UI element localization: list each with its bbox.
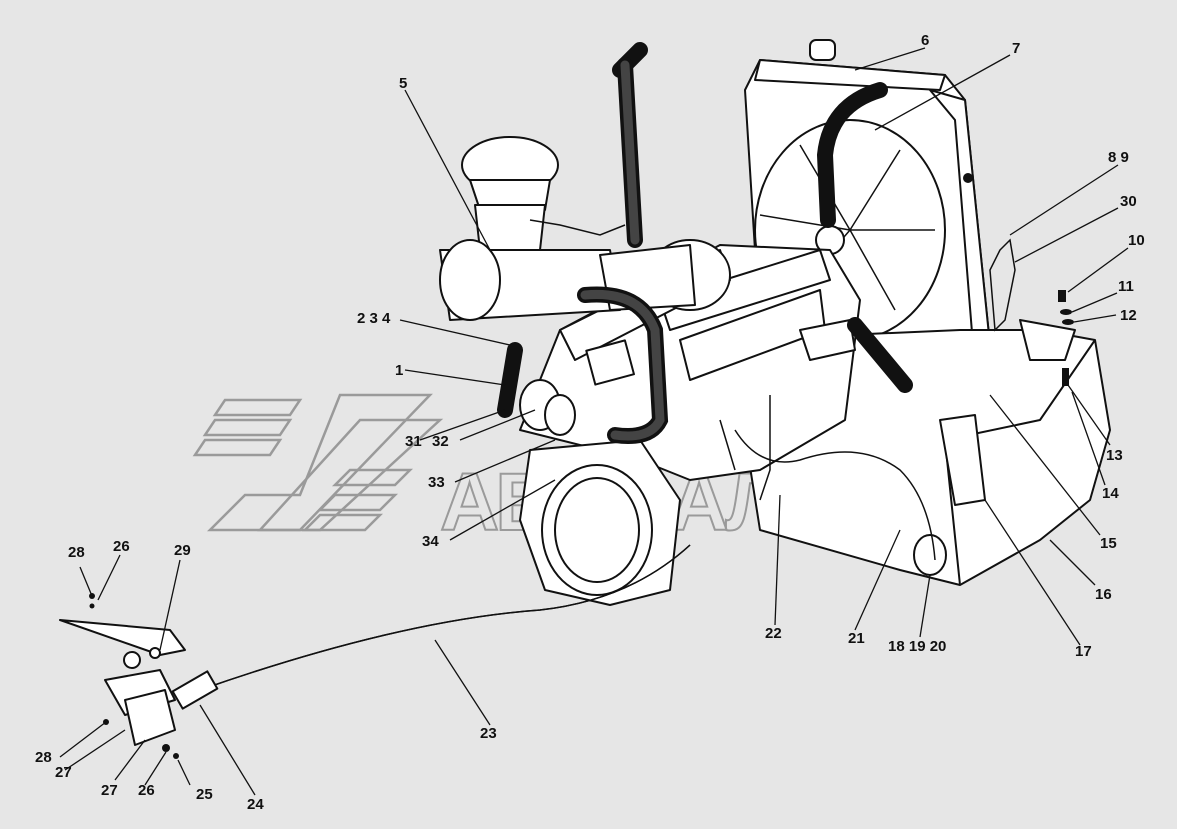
label-10: 10 — [1128, 232, 1145, 249]
accelerator-pedal — [59, 593, 219, 759]
label-5: 5 — [399, 75, 407, 92]
label-18-19-20: 18 19 20 — [888, 638, 946, 655]
leader-lines — [59, 47, 1129, 796]
label-31: 31 — [405, 433, 422, 450]
flywheel-housing — [519, 439, 681, 606]
label-12: 12 — [1120, 307, 1137, 324]
label-25: 25 — [196, 786, 213, 803]
label-15: 15 — [1100, 535, 1117, 552]
fastener-stack — [1058, 290, 1074, 386]
label-8-9: 8 9 — [1108, 149, 1129, 166]
label-23: 23 — [480, 725, 497, 742]
label-14: 14 — [1102, 485, 1119, 502]
label-27-lower: 27 — [101, 782, 118, 799]
label-6: 6 — [921, 32, 929, 49]
part-labels: 1 2 3 4 5 6 7 8 9 30 10 11 12 13 14 15 1… — [35, 32, 1145, 813]
label-17: 17 — [1075, 643, 1092, 660]
label-13: 13 — [1106, 447, 1123, 464]
turbocharger — [519, 379, 576, 436]
radiator-cap — [809, 39, 836, 61]
radiator-hose — [816, 82, 913, 393]
label-28-upper: 28 — [68, 544, 85, 561]
watermark-logo — [192, 393, 444, 532]
label-24: 24 — [247, 796, 264, 813]
label-32: 32 — [432, 433, 449, 450]
throttle-cable — [199, 544, 691, 691]
exhaust-pipe — [529, 42, 648, 248]
label-7: 7 — [1012, 40, 1020, 57]
label-2-3-4: 2 3 4 — [357, 310, 391, 327]
intake-hose — [497, 286, 669, 444]
label-34: 34 — [422, 533, 439, 550]
label-11: 11 — [1118, 278, 1134, 295]
label-16: 16 — [1095, 586, 1112, 603]
label-26-lower: 26 — [138, 782, 155, 799]
wiring-harness — [719, 395, 936, 561]
label-30: 30 — [1120, 193, 1137, 210]
label-1: 1 — [395, 362, 403, 379]
label-27-left: 27 — [55, 764, 72, 781]
label-21: 21 — [848, 630, 865, 647]
label-29: 29 — [174, 542, 191, 559]
label-33: 33 — [428, 474, 445, 491]
label-22: 22 — [765, 625, 782, 642]
hose-bracket — [989, 238, 1016, 332]
label-28-lower: 28 — [35, 749, 52, 766]
label-26-upper: 26 — [113, 538, 130, 555]
